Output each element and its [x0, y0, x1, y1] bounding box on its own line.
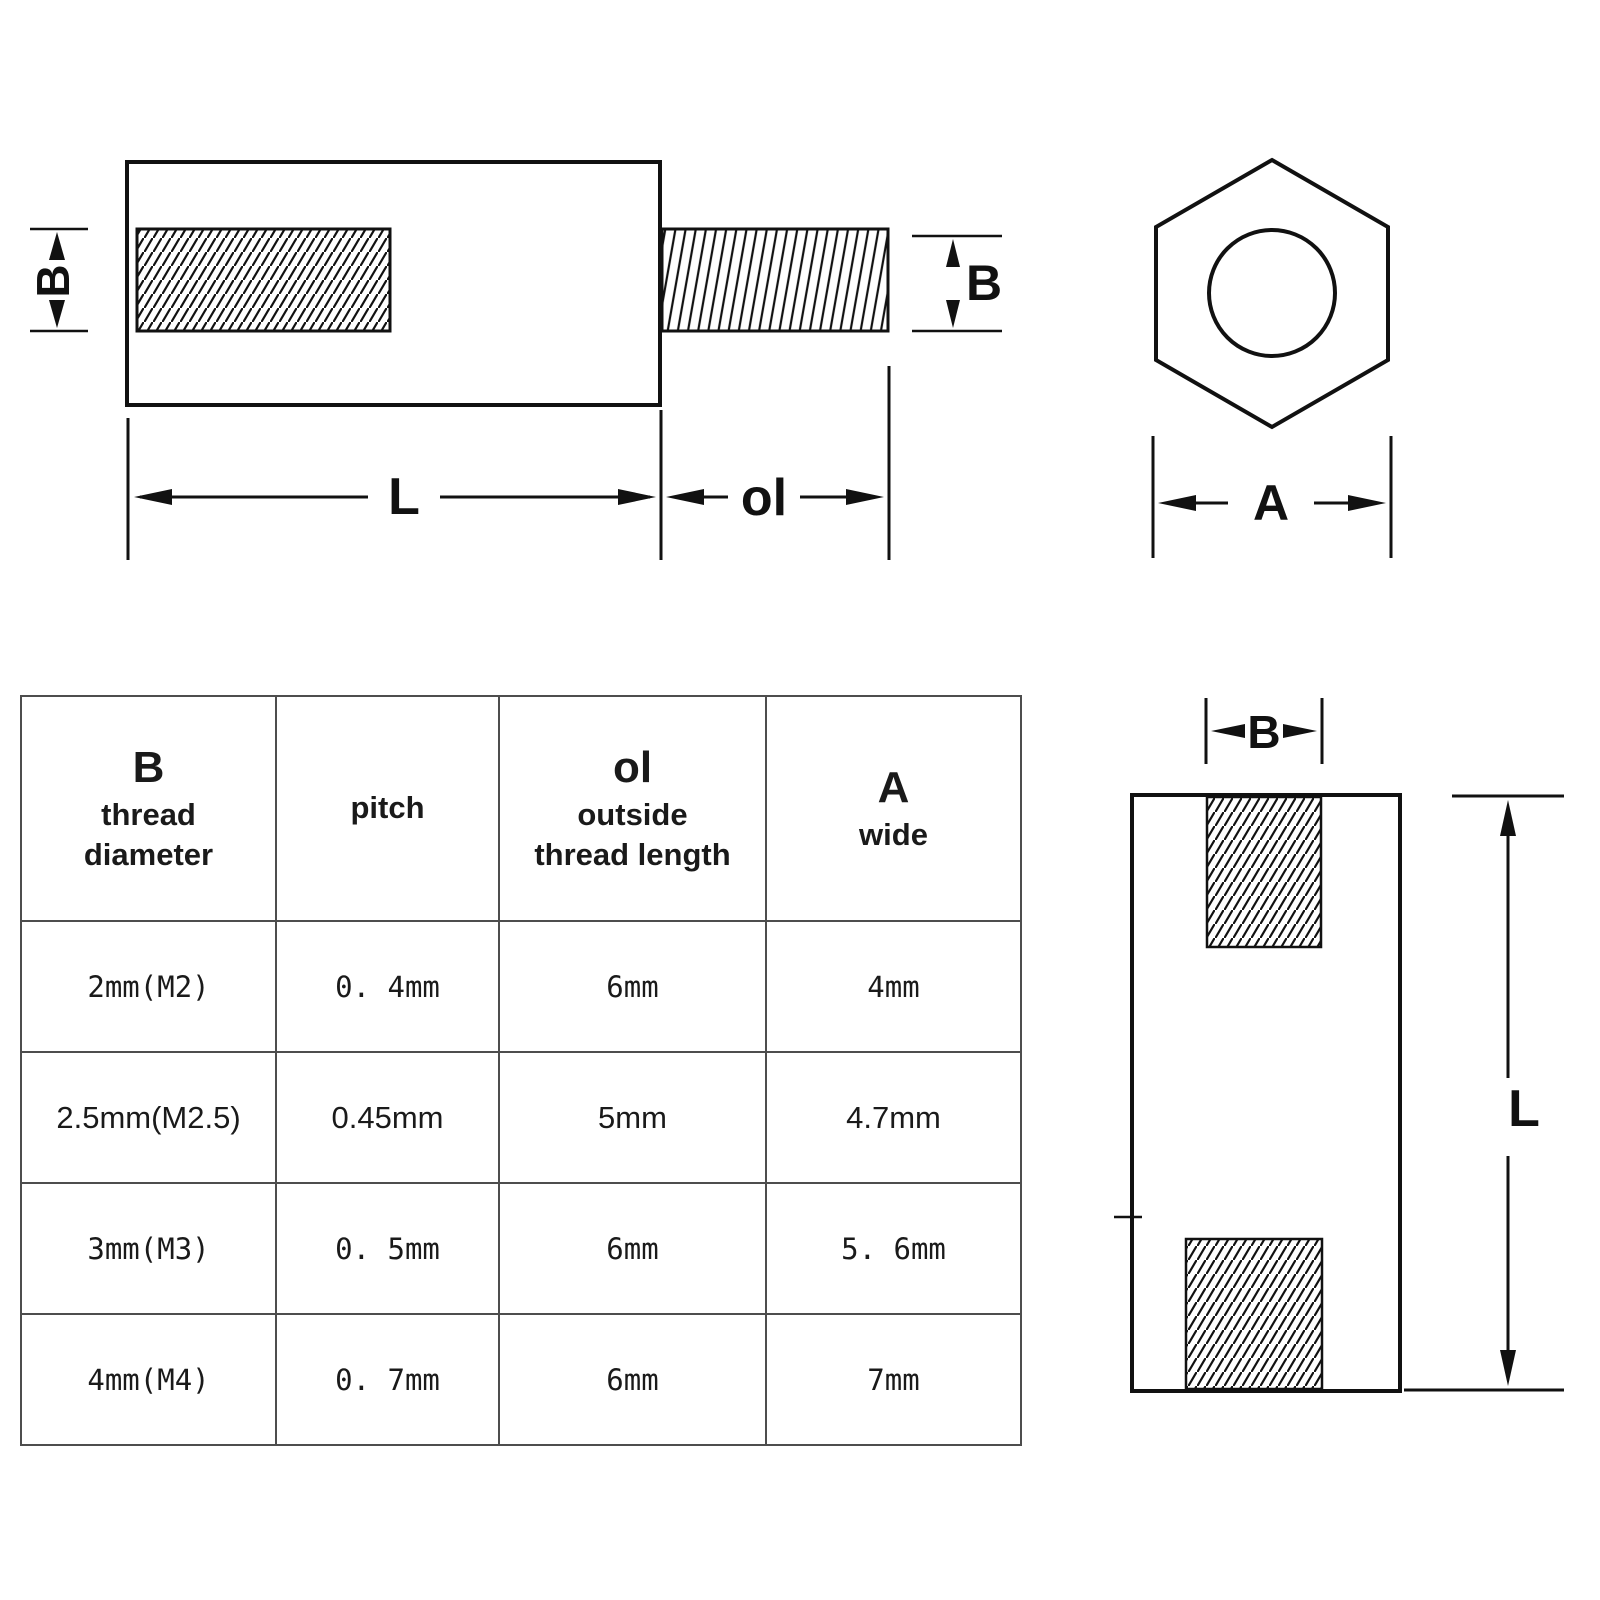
- standoff-body-outline: [125, 160, 662, 407]
- table-header-row: B thread diameter pitch ol outside: [20, 695, 1022, 922]
- cell-wide: 7mm: [765, 1313, 1022, 1446]
- dimension-l: L: [126, 410, 663, 560]
- header-line: pitch: [350, 790, 425, 826]
- section-top-thread-hatch: [1205, 795, 1323, 949]
- section-body-outline: [1130, 793, 1402, 1393]
- spec-table: B thread diameter pitch ol outside: [20, 695, 1022, 1446]
- cell-pitch: 0. 7mm: [275, 1313, 500, 1446]
- label-b-right: B: [966, 255, 1002, 311]
- standoff-hex-end-view: A: [1151, 157, 1393, 558]
- cell-thread-diameter: 2.5mm(M2.5): [20, 1051, 277, 1184]
- table-row: 3mm(M3) 0. 5mm 6mm 5. 6mm: [20, 1182, 1022, 1315]
- standoff-side-view: B B L ol: [27, 160, 1002, 560]
- header-line: outside: [577, 796, 688, 832]
- cell-wide: 4.7mm: [765, 1051, 1022, 1184]
- col-header-thread-diameter: B thread diameter: [20, 695, 277, 922]
- internal-thread-hatch: [135, 227, 392, 333]
- header-symbol: B: [132, 742, 165, 792]
- dimension-ol: ol: [666, 366, 891, 560]
- dimension-l-section: L: [1404, 794, 1564, 1392]
- standoff-section-view: B L: [1114, 698, 1564, 1393]
- cell-thread-diameter: 2mm(M2): [20, 920, 277, 1053]
- cell-outside-thread-length: 5mm: [498, 1051, 767, 1184]
- header-symbol: ol: [612, 742, 653, 792]
- hex-outline: [1154, 157, 1390, 430]
- table-row: 4mm(M4) 0. 7mm 6mm 7mm: [20, 1313, 1022, 1446]
- cell-outside-thread-length: 6mm: [498, 1313, 767, 1446]
- cell-wide: 4mm: [765, 920, 1022, 1053]
- label-a: A: [1253, 475, 1289, 531]
- label-l-section: L: [1508, 1080, 1540, 1138]
- col-header-pitch: pitch: [275, 695, 500, 922]
- cell-pitch: 0. 5mm: [275, 1182, 500, 1315]
- external-thread-stud: [660, 227, 890, 333]
- section-bottom-thread-hatch: [1184, 1237, 1324, 1391]
- table-row: 2.5mm(M2.5) 0.45mm 5mm 4.7mm: [20, 1051, 1022, 1184]
- cell-pitch: 0. 4mm: [275, 920, 500, 1053]
- col-header-wide: A wide: [765, 695, 1022, 922]
- label-b-left: B: [27, 264, 79, 297]
- header-symbol: A: [877, 762, 910, 812]
- cell-thread-diameter: 3mm(M3): [20, 1182, 277, 1315]
- dimension-b-section: B: [1204, 698, 1324, 764]
- header-line: diameter: [83, 836, 214, 872]
- thread-hole-circle: [1207, 228, 1337, 358]
- table-row: 2mm(M2) 0. 4mm 6mm 4mm: [20, 920, 1022, 1053]
- cell-pitch: 0.45mm: [275, 1051, 500, 1184]
- dimension-b-right: B: [912, 234, 1002, 333]
- col-header-outside-thread-length: ol outside thread length: [498, 695, 767, 922]
- header-line: thread: [101, 796, 196, 832]
- header-line: thread length: [534, 836, 731, 872]
- cell-wide: 5. 6mm: [765, 1182, 1022, 1315]
- label-l: L: [388, 468, 420, 526]
- cell-thread-diameter: 4mm(M4): [20, 1313, 277, 1446]
- label-b-section: B: [1247, 706, 1280, 758]
- dimension-a: A: [1151, 436, 1393, 558]
- dimension-b-left: B: [27, 227, 88, 333]
- header-line: wide: [859, 816, 928, 852]
- label-ol: ol: [741, 469, 787, 527]
- cell-outside-thread-length: 6mm: [498, 1182, 767, 1315]
- cell-outside-thread-length: 6mm: [498, 920, 767, 1053]
